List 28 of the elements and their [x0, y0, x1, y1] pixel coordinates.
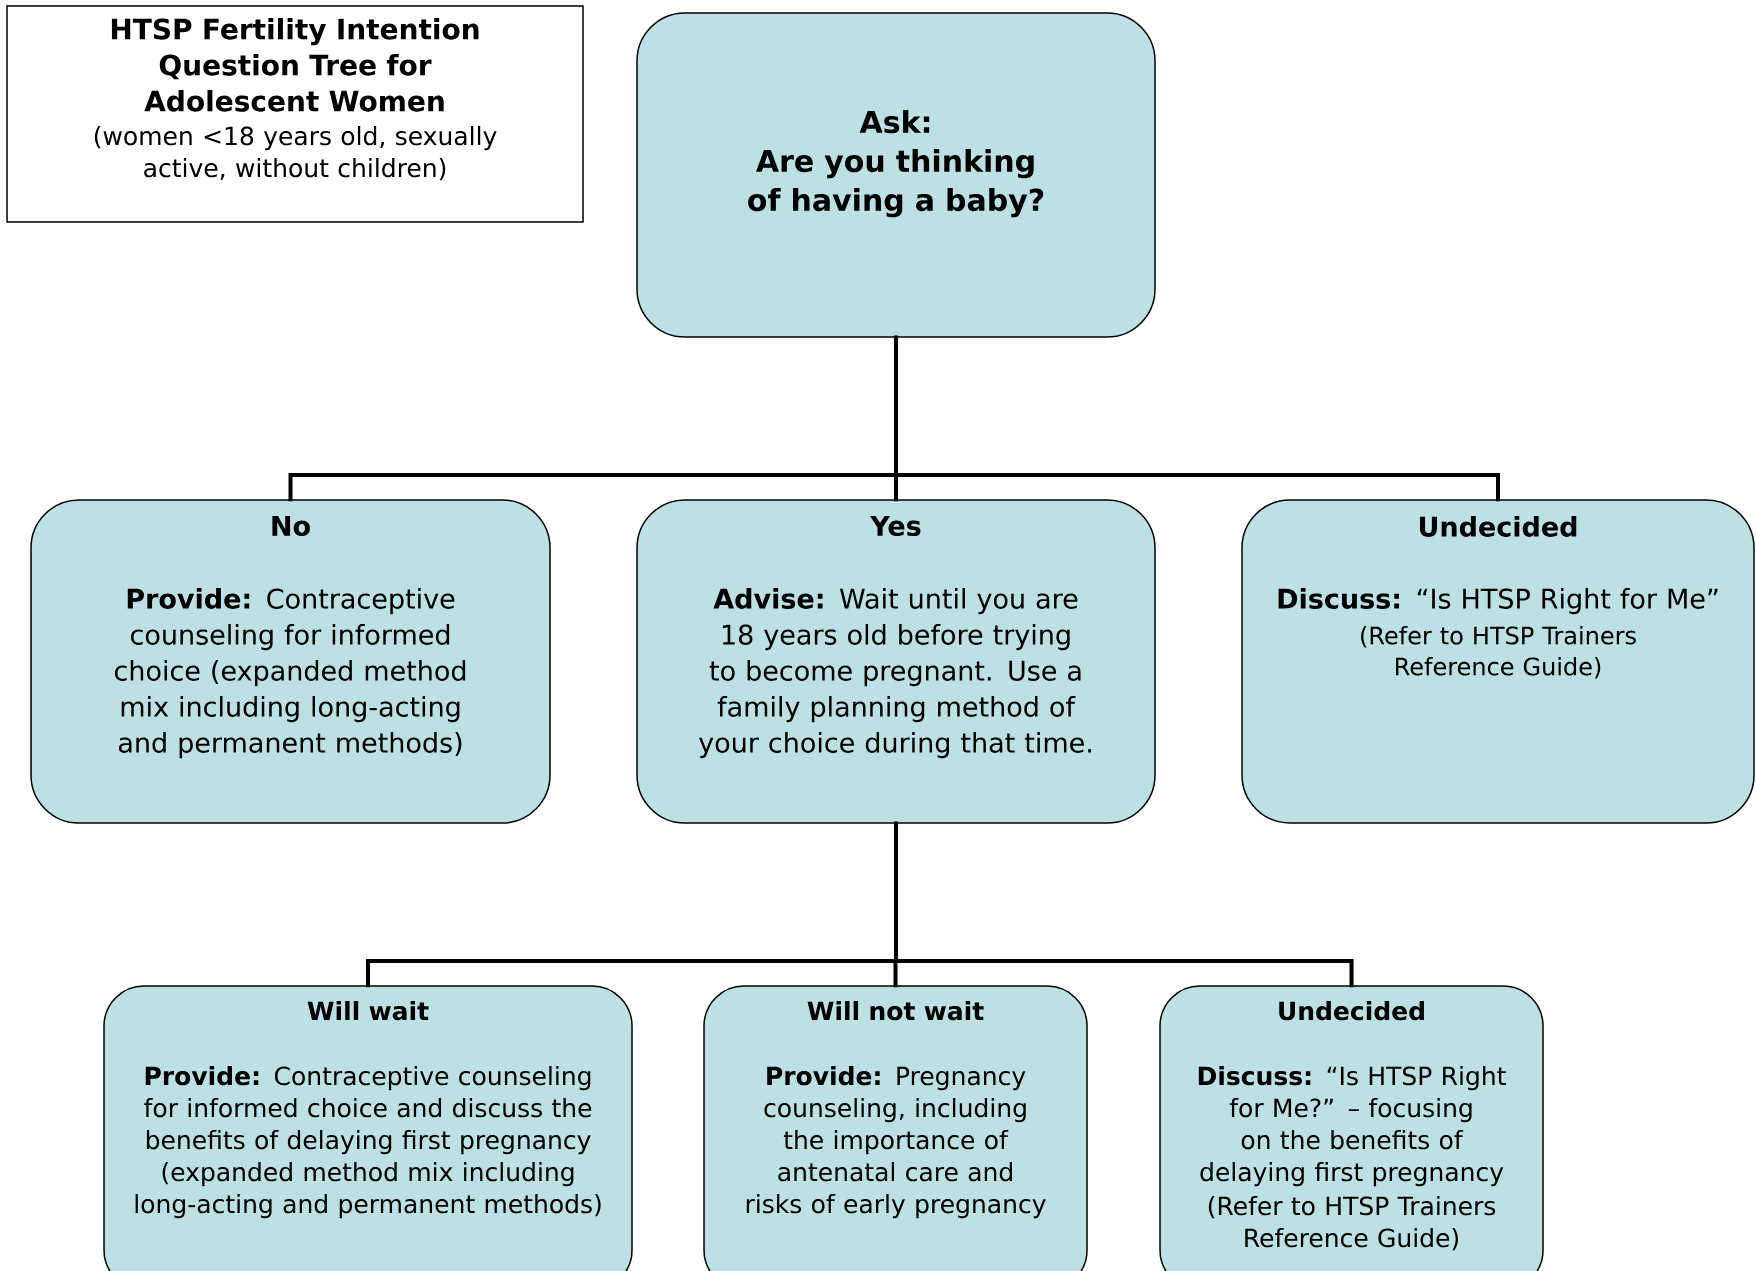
box-text: Discuss: “Is HTSP Right for Me?” – focusing on the benefits of delaying first pregnancy [1198, 1066, 1506, 1187]
box-heading: Yes [870, 516, 921, 537]
box-heading: Will not wait [807, 1001, 984, 1021]
box-text: (Refer to HTSP Trainers Reference Guide) [1208, 1196, 1496, 1251]
outcome-box [703, 985, 1088, 1271]
box-heading: Ask: [859, 110, 930, 134]
box-text: (Refer to HTSP Trainers Reference Guide) [1361, 626, 1636, 679]
box-heading: Undecided [1279, 1001, 1424, 1021]
box-heading: No [272, 516, 310, 537]
box-heading: HTSP Fertility Intention Question Tree for Adolescent Women [111, 18, 479, 112]
box-heading: Will wait [307, 1001, 429, 1021]
outcome-box [103, 985, 633, 1271]
outcome-box [1159, 985, 1544, 1271]
box-text: Provide: Contraceptive counseling for informed choice (expanded method mix including long-acting and permanent methods) [115, 588, 466, 759]
box-text: (women <18 years old, sexually active, without children) [94, 126, 497, 181]
question-box [636, 12, 1156, 338]
box-text: Provide: Contraceptive counseling for informed choice and discuss the benefits of delaying first pregnancy (expanded method mix including long-acting and permanent methods) [135, 1066, 601, 1219]
title-box [6, 5, 584, 223]
box-text: Advise: Wait until you are 18 years old before trying to become pregnant. Use a family planning method of your choice during that time. [699, 588, 1091, 759]
box-heading: Undecided [1420, 516, 1577, 537]
answer-box [1241, 499, 1755, 824]
box-text: Are you thinking of having a baby? [748, 149, 1044, 218]
connector-line [894, 821, 1354, 988]
box-text: Discuss: “Is HTSP Right for Me” [1278, 588, 1718, 615]
answer-box [30, 499, 551, 824]
box-text: Provide: Pregnancy counseling, including the importance of antenatal care and risks of early pregnancy [746, 1066, 1046, 1219]
answer-box [636, 499, 1156, 824]
connector-line [894, 335, 1500, 502]
